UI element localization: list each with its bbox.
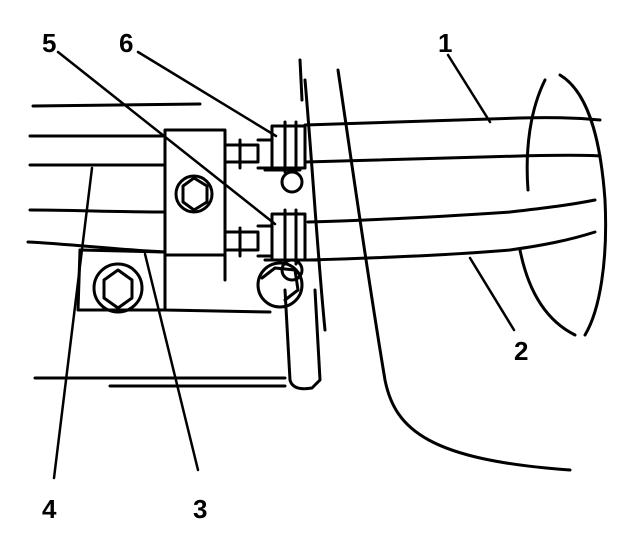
leader-lines — [52, 50, 516, 480]
frame-panel — [298, 58, 608, 472]
leader-2 — [468, 256, 516, 332]
lower-hose — [306, 198, 597, 262]
leader-1 — [446, 53, 492, 124]
callout-5: 5 — [42, 28, 56, 58]
hex-bolt-upper — [174, 174, 214, 214]
metal-pipes-left — [26, 102, 202, 254]
hex-bolt-clip — [256, 261, 304, 309]
callout-4: 4 — [42, 494, 57, 524]
leader-4 — [52, 166, 94, 480]
fitting-lower — [223, 224, 274, 258]
upper-hose — [303, 116, 602, 164]
callout-1: 1 — [438, 28, 452, 58]
callout-3: 3 — [193, 494, 207, 524]
hex-bolt-lower — [92, 262, 144, 314]
leader-3 — [143, 252, 200, 472]
mounting-bracket — [33, 128, 322, 391]
leader-6 — [136, 50, 278, 138]
retainer-clip-lower — [270, 208, 307, 282]
callout-2: 2 — [514, 336, 528, 366]
fitting-upper — [223, 138, 274, 170]
leader-5 — [56, 50, 277, 226]
callout-6: 6 — [119, 28, 133, 58]
retainer-clip-upper — [270, 120, 307, 194]
